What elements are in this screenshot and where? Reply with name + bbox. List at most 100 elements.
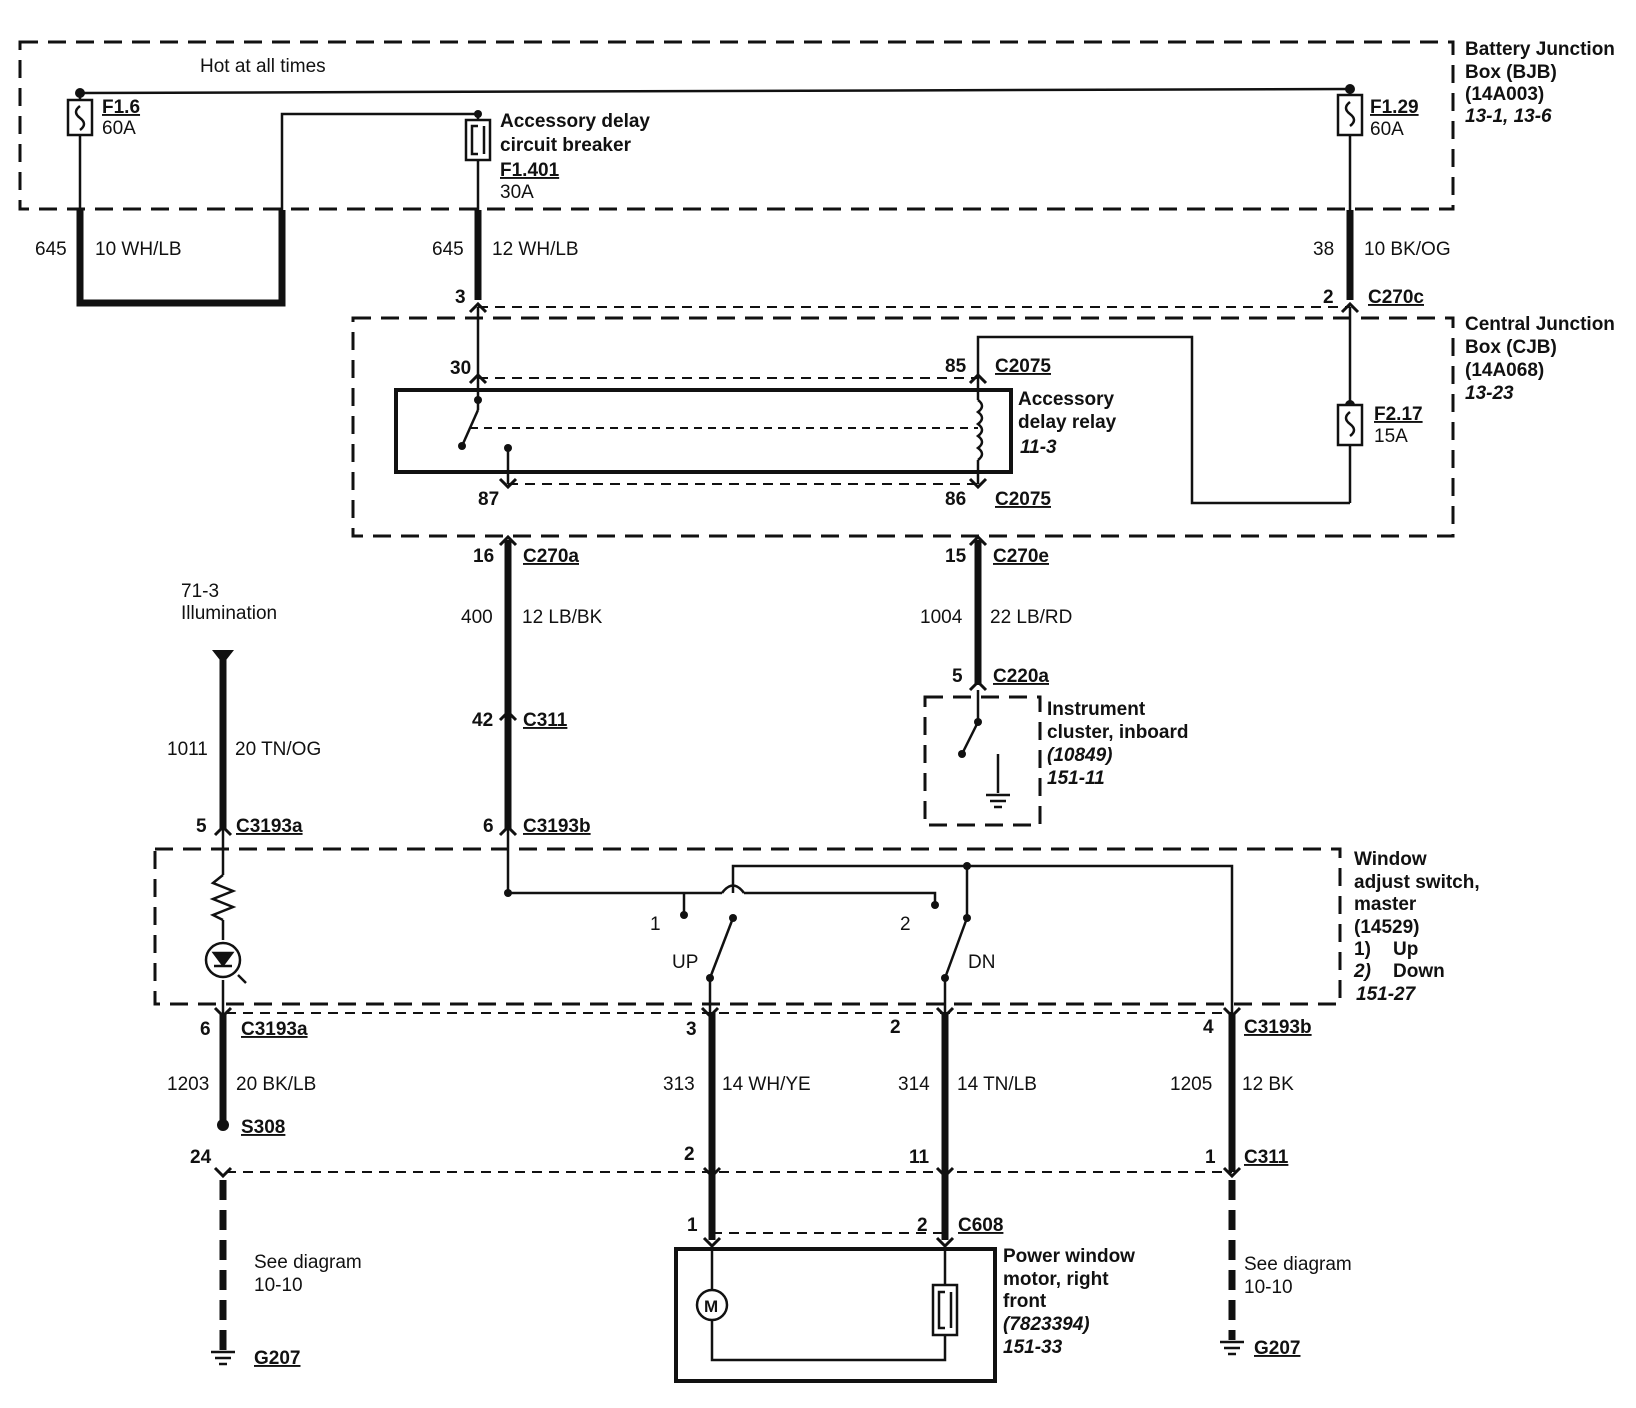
wire-1205-circuit: 1205	[1170, 1074, 1212, 1095]
see-diagram-left-2: 10-10	[254, 1275, 303, 1296]
pin-label: 87	[478, 489, 499, 510]
switch-label-9: 151-27	[1356, 984, 1417, 1005]
wire-400-circuit: 400	[461, 607, 493, 628]
pin-label: 6	[483, 816, 494, 837]
wire-1011-circuit: 1011	[167, 739, 208, 760]
switch-label-6: Up	[1393, 939, 1418, 960]
connector-label: C3193a	[236, 816, 303, 837]
pin-label: 30	[450, 358, 471, 379]
illumination-arrow-icon	[212, 650, 234, 664]
motor-box	[674, 1247, 997, 1383]
cjb-label-3: (14A068)	[1465, 360, 1544, 381]
switch-label-3: master	[1354, 894, 1417, 915]
connector-label: C311	[1244, 1147, 1289, 1168]
wire-645a-spec: 10 WH/LB	[95, 239, 182, 260]
fuse-f16-name: F1.6	[102, 97, 140, 118]
motor-label-3: front	[1003, 1291, 1047, 1312]
wire-1004-spec: 22 LB/RD	[990, 607, 1072, 628]
pin-label: 15	[945, 546, 967, 567]
fuse-f129-rating: 60A	[1370, 119, 1404, 140]
illumination-label-1: 71-3	[181, 581, 219, 602]
wire-645b-circuit: 645	[432, 239, 464, 260]
wire-314-circuit: 314	[898, 1074, 930, 1095]
fuse-f129-name: F1.29	[1370, 97, 1419, 118]
fuse-f217-name: F2.17	[1374, 404, 1423, 425]
pin-label: 42	[472, 710, 493, 731]
breaker-desc-2: circuit breaker	[500, 135, 632, 156]
wire-1011-spec: 20 TN/OG	[235, 739, 321, 760]
wire-645a-circuit: 645	[35, 239, 67, 260]
window-switch-outline	[153, 847, 1342, 1006]
pin-label: 86	[945, 489, 966, 510]
connector-label: C270e	[993, 546, 1049, 567]
connector-label: C3193a	[241, 1019, 308, 1040]
ground-cluster-icon	[986, 793, 1010, 809]
pin-label: 6	[200, 1019, 211, 1040]
connector-label: C220a	[993, 666, 1049, 687]
pin-label: 5	[196, 816, 207, 837]
bjb-label-2: Box (BJB)	[1465, 62, 1557, 83]
motor-label-1: Power window	[1003, 1246, 1135, 1267]
wire-313-circuit: 313	[663, 1074, 695, 1095]
pin-label: 2	[890, 1017, 901, 1038]
cluster-label-2: cluster, inboard	[1047, 722, 1188, 743]
pin-label: 5	[952, 666, 963, 687]
cjb-label-2: Box (CJB)	[1465, 337, 1557, 358]
relay-box	[394, 388, 1013, 474]
see-diagram-right-2: 10-10	[1244, 1277, 1293, 1298]
switch-label-5: 1)	[1354, 939, 1371, 960]
bjb-outline	[18, 40, 1455, 211]
bjb-label-3: (14A003)	[1465, 84, 1544, 105]
ground-g207-right-icon	[1220, 1340, 1244, 1356]
wire-314-spec: 14 TN/LB	[957, 1074, 1037, 1095]
wire-1004-circuit: 1004	[920, 607, 963, 628]
bjb-label-1: Battery Junction	[1465, 39, 1615, 60]
svg-text:M: M	[704, 1297, 718, 1316]
fuse-f1401-rating: 30A	[500, 182, 534, 203]
motor-label-5: 151-33	[1003, 1337, 1063, 1358]
pin-label: 1	[1205, 1147, 1216, 1168]
motor-label-2: motor, right	[1003, 1269, 1109, 1290]
connector-label: C311	[523, 710, 568, 731]
cjb-label-1: Central Junction	[1465, 314, 1615, 335]
switch-label-2: adjust switch,	[1354, 872, 1480, 893]
switch-dn-label: DN	[968, 952, 995, 973]
pin-label: 3	[455, 287, 466, 308]
top-note: Hot at all times	[200, 56, 326, 77]
bjb-label-4: 13-1, 13-6	[1465, 106, 1552, 127]
led-icon	[204, 941, 247, 984]
switch-label-4: (14529)	[1354, 917, 1420, 938]
fuse-f1401-name: F1.401	[500, 160, 560, 181]
breaker-desc-1: Accessory delay	[500, 111, 650, 132]
switch-up-label: UP	[672, 952, 698, 973]
relay-label-3: 11-3	[1020, 437, 1057, 458]
fuse-f217-rating: 15A	[1374, 426, 1408, 447]
wire-313-spec: 14 WH/YE	[722, 1074, 811, 1095]
connector-label: C608	[958, 1215, 1003, 1236]
cjb-outline	[351, 316, 1455, 538]
wire-38-spec: 10 BK/OG	[1364, 239, 1451, 260]
wire-1203-circuit: 1203	[167, 1074, 209, 1095]
connector-label: C270a	[523, 546, 579, 567]
wire-400-spec: 12 LB/BK	[522, 607, 603, 628]
switch-label-8: Down	[1393, 961, 1445, 982]
wire-1203-spec: 20 BK/LB	[236, 1074, 316, 1095]
connector-label: C270c	[1368, 287, 1424, 308]
connector-label: G207	[254, 1348, 300, 1369]
wire-38-circuit: 38	[1313, 239, 1334, 260]
pin-label: 24	[190, 1147, 212, 1168]
switch-label-1: Window	[1354, 849, 1427, 870]
connector-label: C3193b	[523, 816, 591, 837]
pin-label: 4	[1203, 1017, 1214, 1038]
illumination-label-2: Illumination	[181, 603, 277, 624]
connector-label: G207	[1254, 1338, 1300, 1359]
motor-label-4: (7823394)	[1003, 1314, 1090, 1335]
pin-label: 16	[473, 546, 494, 567]
pin-label: 85	[945, 356, 967, 377]
pin-label: 1	[687, 1215, 698, 1236]
relay-label-2: delay relay	[1018, 412, 1117, 433]
connector-label: C2075	[995, 489, 1051, 510]
wire-1205-spec: 12 BK	[1242, 1074, 1294, 1095]
switch-pos-1: 1	[650, 914, 661, 935]
